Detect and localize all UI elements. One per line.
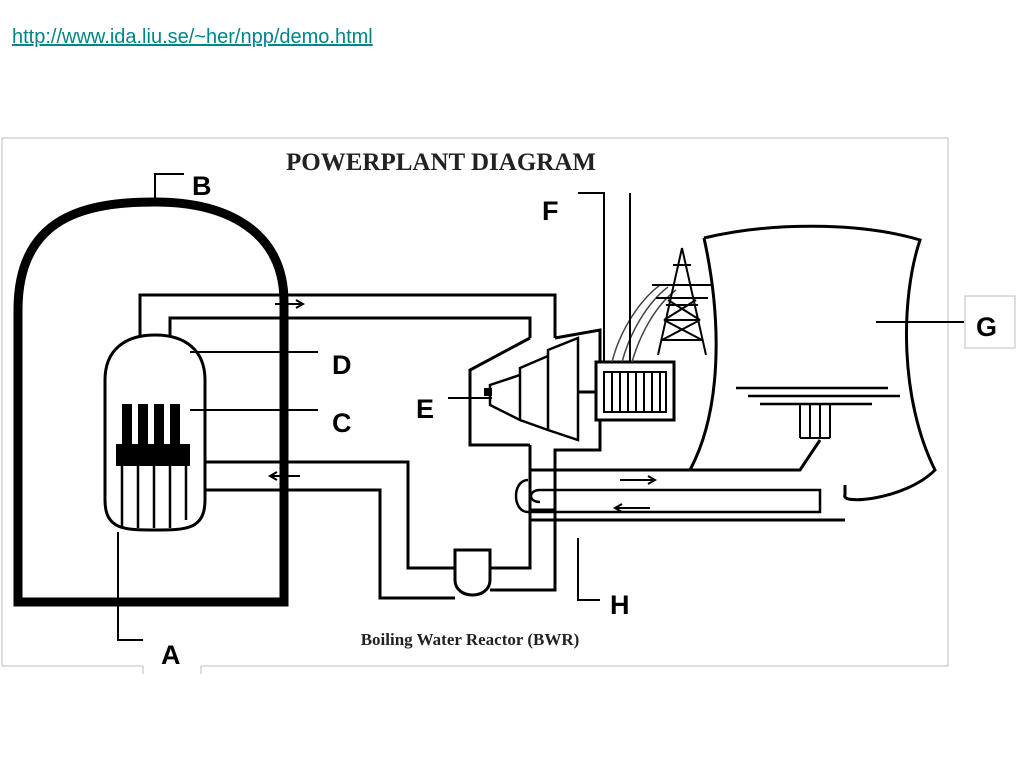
power-lines	[611, 284, 677, 363]
source-link[interactable]: http://www.ida.liu.se/~her/npp/demo.html	[12, 26, 373, 48]
label-box-a	[143, 630, 201, 674]
return-pipe-outer	[196, 488, 455, 600]
label-d: D	[332, 350, 352, 380]
diagram-caption: Boiling Water Reactor (BWR)	[361, 630, 580, 649]
cooling-spray-bars	[736, 386, 900, 406]
leader-lines	[117, 173, 964, 641]
return-pipe-inner	[196, 460, 455, 570]
turbine	[488, 336, 580, 442]
label-h: H	[610, 590, 630, 620]
cooling-tower	[688, 224, 937, 502]
label-e: E	[416, 394, 434, 424]
condenser-loop	[514, 478, 822, 514]
diagram-title: POWERPLANT DIAGRAM	[286, 149, 596, 176]
condenser-pipe-outer	[530, 439, 845, 522]
reactor-core	[116, 404, 190, 466]
transmission-tower	[652, 247, 712, 356]
return-flow-arrow	[267, 471, 300, 481]
label-b: B	[192, 171, 212, 201]
control-rods	[120, 466, 188, 528]
label-g: G	[976, 312, 997, 342]
label-f: F	[542, 196, 559, 226]
label-a: A	[161, 640, 181, 670]
label-box-g	[964, 295, 1016, 349]
pump-pipes	[490, 510, 557, 592]
feed-pump	[453, 548, 492, 597]
condenser-inlet	[530, 448, 600, 512]
label-c: C	[332, 408, 352, 438]
turbine-shaft	[484, 388, 492, 396]
condenser-arrow-left	[612, 503, 650, 513]
steam-pipe-outer	[138, 293, 557, 345]
steam-pipe-inner	[168, 316, 532, 345]
spray-risers	[799, 404, 831, 439]
generator-windings	[611, 372, 661, 412]
condenser-arrow-right	[620, 475, 658, 485]
steam-flow-arrow	[275, 299, 306, 309]
